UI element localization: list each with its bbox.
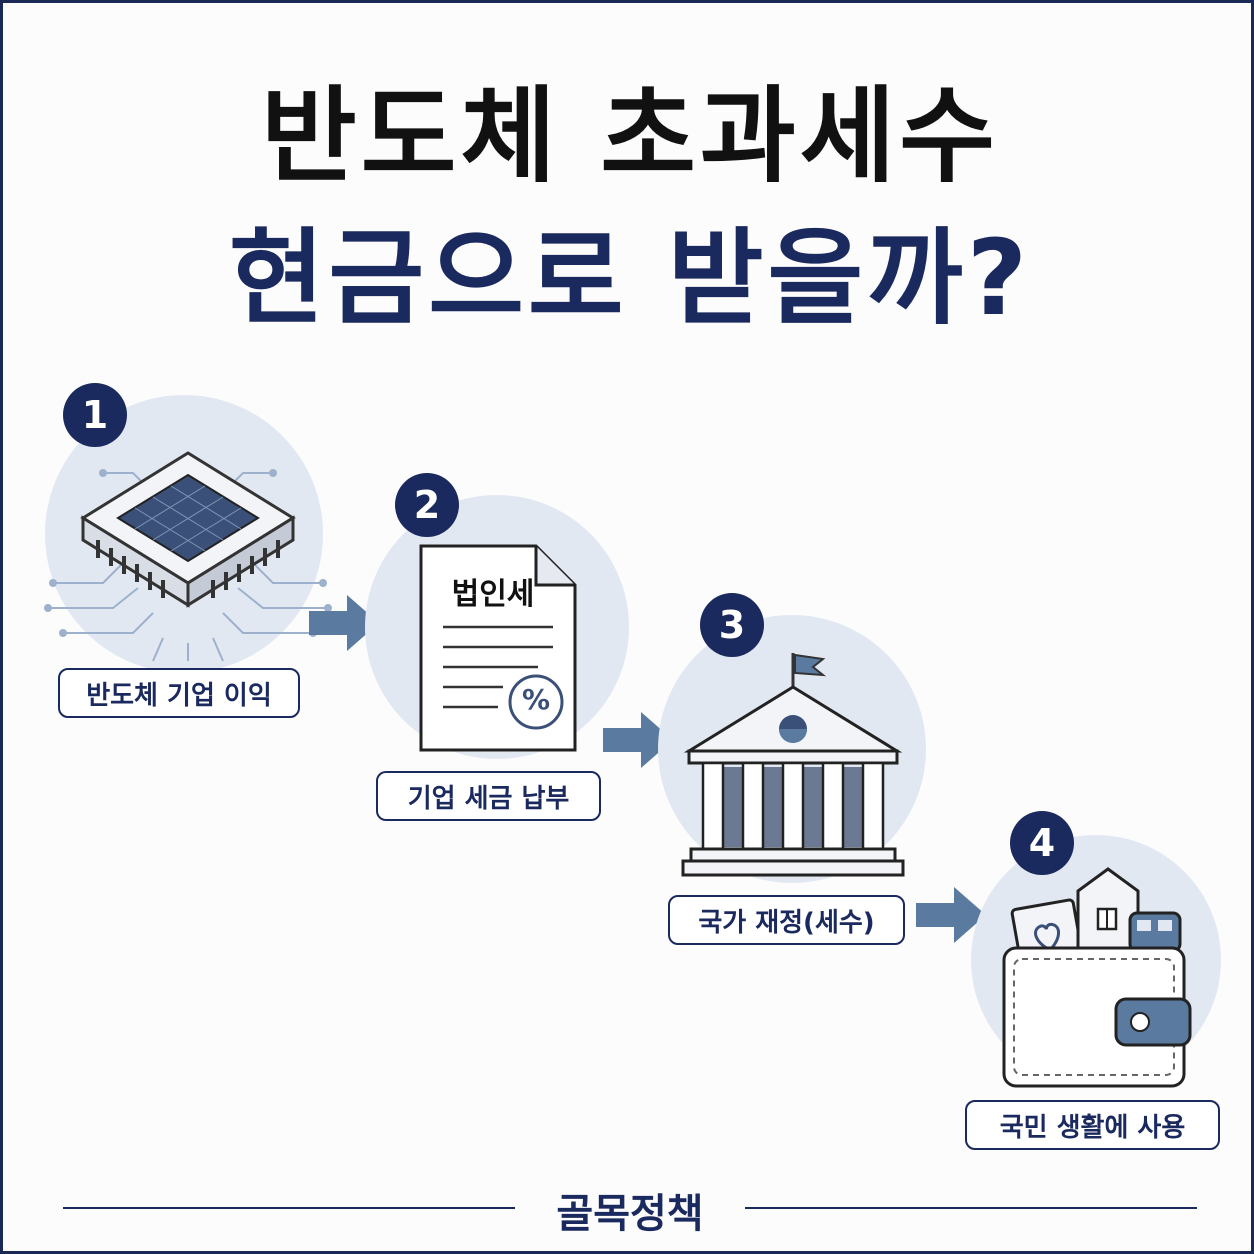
step-4-number: 4	[1010, 811, 1074, 875]
tax-document-icon	[418, 543, 578, 753]
arrow-1-icon	[309, 591, 381, 659]
step-1-number: 1	[63, 383, 127, 447]
title-line-1: 반도체 초과세수	[261, 75, 999, 197]
footer-brand: 골목정책	[556, 1191, 704, 1237]
step-3-label: 국가 재정(세수)	[668, 895, 905, 945]
step-3-number: 3	[700, 593, 764, 657]
arrow-2-icon	[603, 708, 675, 776]
step-1-label: 반도체 기업 이익	[58, 668, 300, 718]
footer-divider-right	[745, 1207, 1197, 1209]
arrow-3-icon	[916, 883, 988, 951]
step-2-number: 2	[395, 473, 459, 537]
chip-icon	[43, 433, 333, 663]
doc-title: 법인세	[451, 577, 535, 612]
wallet-icon	[998, 863, 1198, 1088]
government-building-icon	[681, 651, 905, 881]
title-line-2: 현금으로 받을까?	[228, 217, 1032, 339]
step-2-label: 기업 세금 납부	[376, 771, 601, 821]
footer-divider-left	[63, 1207, 515, 1209]
percent-icon: %	[521, 683, 551, 716]
step-4-label: 국민 생활에 사용	[965, 1100, 1220, 1150]
